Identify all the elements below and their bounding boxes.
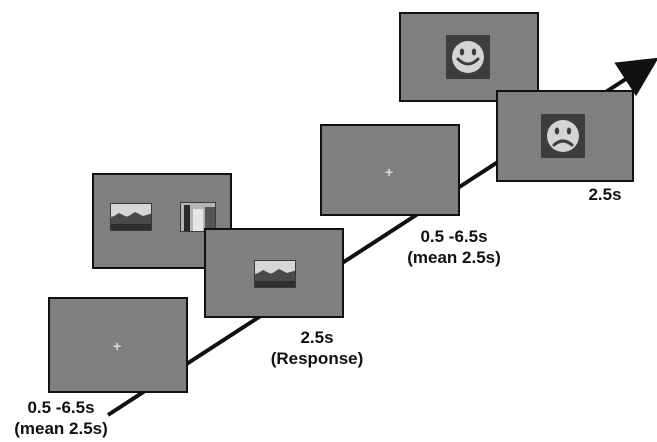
feedback-duration-label: 2.5s xyxy=(572,184,638,205)
negative-feedback-screen xyxy=(496,90,634,182)
fixation-cross: + xyxy=(113,338,122,354)
smiley-face-icon xyxy=(452,41,484,73)
face-box xyxy=(541,114,585,158)
landscape-image xyxy=(254,260,296,288)
positive-feedback-screen xyxy=(399,12,539,102)
landscape-image-left xyxy=(110,203,152,231)
selected-image-screen xyxy=(204,228,344,318)
choice-response: (Response) xyxy=(270,349,364,368)
fixation-2-mean: (mean 2.5s) xyxy=(407,248,501,267)
fixation-2-duration-label: 0.5 -6.5s (mean 2.5s) xyxy=(389,226,519,268)
fixation-1-duration: 0.5 -6.5s xyxy=(27,398,95,417)
face-box xyxy=(446,35,490,79)
image-pair-screen xyxy=(92,173,232,269)
fixation-screen-1: + xyxy=(48,297,188,393)
interior-image-right xyxy=(180,202,216,232)
fixation-1-duration-label: 0.5 -6.5s (mean 2.5s) xyxy=(2,397,120,439)
choice-duration-label: 2.5s (Response) xyxy=(246,327,388,369)
fixation-2-duration: 0.5 -6.5s xyxy=(420,227,488,246)
fixation-1-mean: (mean 2.5s) xyxy=(14,419,108,438)
feedback-duration: 2.5s xyxy=(588,185,622,204)
choice-duration: 2.5s xyxy=(300,328,334,347)
frowning-face-icon xyxy=(547,120,579,152)
fixation-screen-2: + xyxy=(320,124,460,216)
fixation-cross: + xyxy=(385,164,394,180)
